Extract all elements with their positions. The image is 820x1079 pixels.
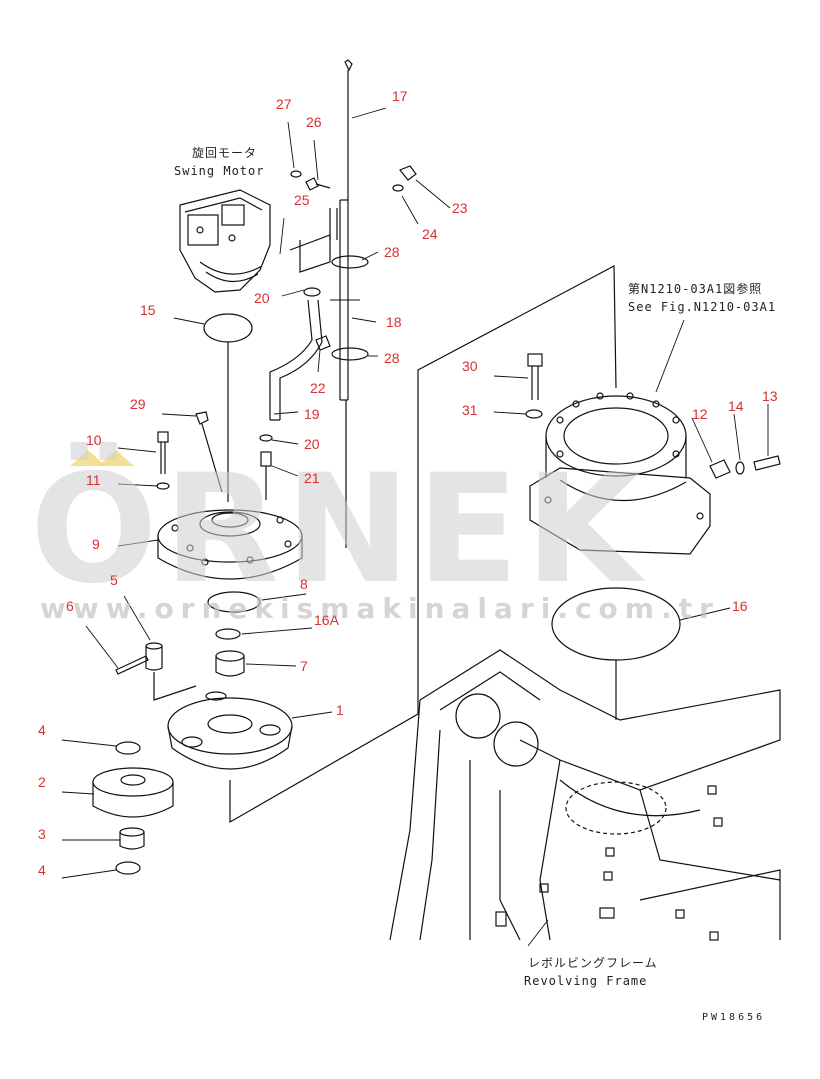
callout-28b: 28 <box>384 350 400 366</box>
thrust-washer-upper <box>115 741 141 755</box>
bolt-26 <box>305 177 331 191</box>
thrust-washer-lower <box>115 861 141 875</box>
callout-28a: 28 <box>384 244 400 260</box>
clamp-upper <box>331 255 369 269</box>
callout-3: 3 <box>38 826 46 842</box>
ring-16a <box>215 628 241 640</box>
leader-lines <box>61 107 769 947</box>
nut-23 <box>399 165 417 181</box>
needle-bearing <box>119 827 145 850</box>
bolt-10 <box>157 431 169 474</box>
pin-13 <box>753 455 781 471</box>
callout-26: 26 <box>306 114 322 130</box>
callout-15: 15 <box>140 302 156 318</box>
callout-20b: 20 <box>304 436 320 452</box>
see-fig-label-en: See Fig.N1210-03A1 <box>628 300 777 314</box>
ring-14 <box>735 461 745 475</box>
callout-20a: 20 <box>254 290 270 306</box>
bracket <box>289 234 331 273</box>
watermark-accent <box>98 450 134 466</box>
ring-gear-housing <box>529 392 711 555</box>
ring-20-upper <box>303 287 321 297</box>
callout-29: 29 <box>130 396 146 412</box>
callout-12: 12 <box>692 406 708 422</box>
callout-30: 30 <box>462 358 478 374</box>
planet-carrier <box>167 691 293 770</box>
revolving-frame-label-en: Revolving Frame <box>524 974 648 988</box>
swing-motor-label-en: Swing Motor <box>174 164 265 178</box>
fitting-12 <box>709 459 731 479</box>
watermark-url: www.ornekismakinalari.com.tr <box>40 592 720 625</box>
callout-22: 22 <box>310 380 326 396</box>
clip-22 <box>315 335 331 351</box>
seal-8 <box>207 591 261 613</box>
bolt-30 <box>527 353 543 400</box>
callout-9: 9 <box>92 536 100 552</box>
sun-gear <box>215 650 245 677</box>
callout-4b: 4 <box>38 862 46 878</box>
fitting-21 <box>260 451 272 500</box>
drawing-code: PW18656 <box>702 1012 766 1023</box>
callout-24: 24 <box>422 226 438 242</box>
callout-10: 10 <box>86 432 102 448</box>
callout-4a: 4 <box>38 722 46 738</box>
upper-housing <box>157 509 303 580</box>
watermark-brand: ÖRNEK <box>30 443 648 617</box>
callout-16a: 16A <box>314 612 339 628</box>
hose <box>269 299 323 421</box>
revolving-frame-label-jp: レボルビングフレーム <box>528 956 658 970</box>
revolving-frame <box>389 649 781 941</box>
callout-11: 11 <box>86 472 101 488</box>
pin-5 <box>145 642 163 671</box>
o-ring-15 <box>203 313 253 343</box>
swing-motor <box>179 189 271 293</box>
callout-31: 31 <box>462 402 478 418</box>
washer-27 <box>290 170 302 178</box>
callout-17: 17 <box>392 88 408 104</box>
planet-gear <box>92 767 174 818</box>
callout-8: 8 <box>300 576 308 592</box>
callout-19: 19 <box>304 406 320 422</box>
callout-27: 27 <box>276 96 292 112</box>
washer-24 <box>392 184 404 192</box>
callout-23: 23 <box>452 200 468 216</box>
washer-31 <box>525 409 543 419</box>
swing-motor-label-jp: 旋回モータ <box>192 146 258 160</box>
callout-6: 6 <box>66 598 74 614</box>
callout-14: 14 <box>728 398 744 414</box>
callout-7: 7 <box>300 658 308 674</box>
callout-18: 18 <box>386 314 402 330</box>
see-fig-label-jp: 第N1210-03A1図参照 <box>628 282 763 296</box>
ring-20-lower <box>259 434 273 442</box>
callout-13: 13 <box>762 388 778 404</box>
plug-29 <box>195 411 209 425</box>
pin-6 <box>115 655 149 675</box>
callout-2: 2 <box>38 774 46 790</box>
clamp-lower <box>331 347 369 361</box>
callout-25: 25 <box>294 192 310 208</box>
callout-16: 16 <box>732 598 748 614</box>
callout-1: 1 <box>336 702 344 718</box>
callout-21: 21 <box>304 470 320 486</box>
watermark-accent <box>70 450 106 466</box>
callout-5: 5 <box>110 572 118 588</box>
